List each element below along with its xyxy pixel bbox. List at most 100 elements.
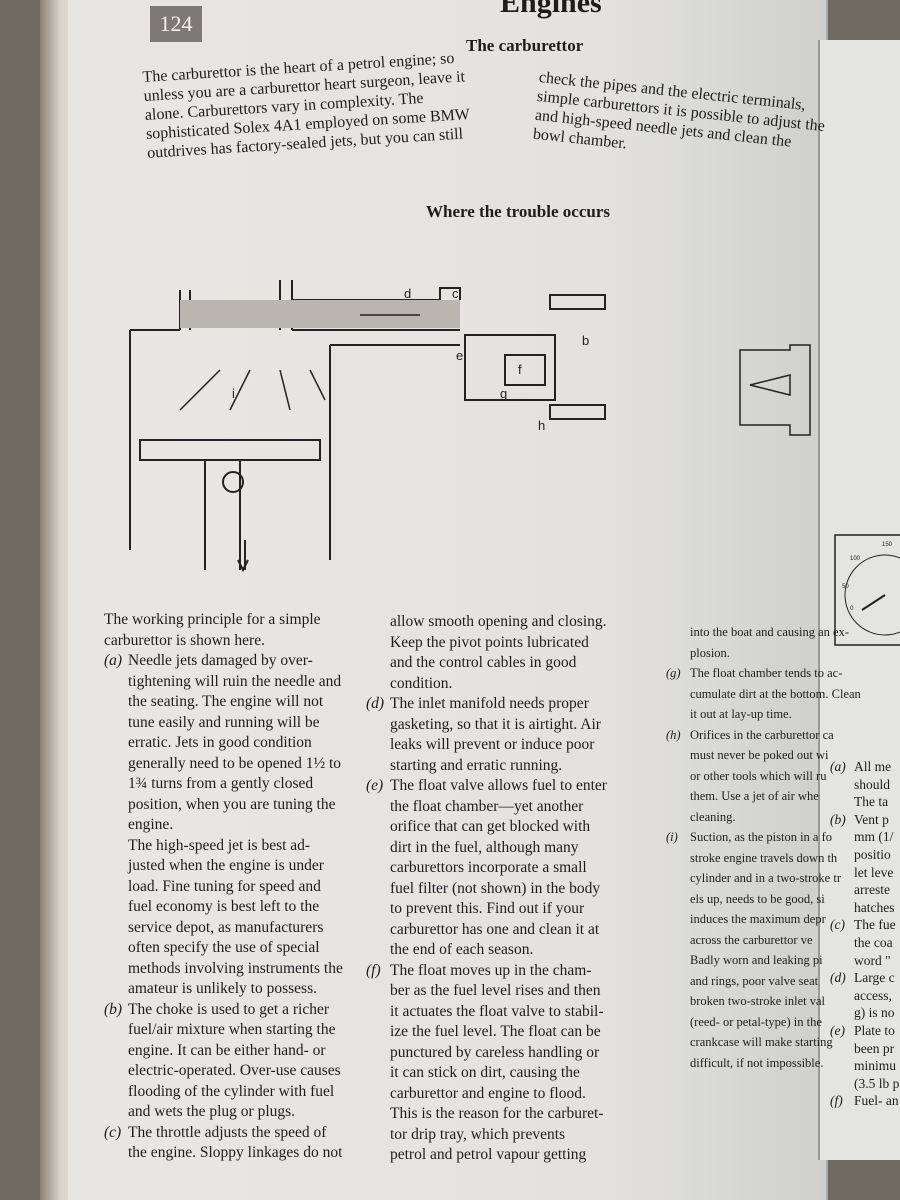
- text-line: tightening will ruin the needle and: [104, 672, 343, 693]
- line-text: into the boat and causing an ex-: [690, 625, 849, 639]
- text-line: (b)Vent p: [830, 811, 899, 829]
- item-label: (d): [366, 695, 385, 712]
- line-text: stroke engine travels down th: [690, 850, 838, 865]
- text-line: cylinder and in a two-stroke tr: [666, 868, 861, 889]
- flow-arrows: [179, 314, 420, 411]
- line-text: position, when you are tuning the: [128, 795, 336, 813]
- text-line: ize the fuel level. The float can be: [366, 1022, 607, 1043]
- line-text: tightening will ruin the needle and: [128, 672, 342, 690]
- text-line: carburettor has one and clean it at: [366, 920, 607, 941]
- text-line: (c)The fue: [830, 916, 899, 934]
- intro-left: The carburettor is the heart of a petrol…: [142, 48, 472, 163]
- line-text: tor drip tray, which prevents: [390, 1125, 566, 1143]
- text-line: (a)All me: [830, 758, 899, 776]
- text-line: must never be poked out wi: [666, 745, 861, 766]
- line-text: and wets the plug or plugs.: [128, 1103, 296, 1120]
- line-text: ize the fuel level. The float can be: [390, 1023, 601, 1040]
- line-text: ber as the fuel level rises and then: [390, 982, 601, 999]
- text-line: across the carburettor ve: [666, 930, 861, 951]
- text-line: carburettor is shown here.: [104, 631, 343, 652]
- text-line: cleaning.: [666, 807, 861, 828]
- text-line: g) is no: [830, 1004, 899, 1022]
- line-text: Suction, as the piston in a fo: [690, 830, 832, 844]
- line-text: petrol and petrol vapour getting: [390, 1146, 587, 1163]
- text-line: leaks will prevent or induce poor: [366, 735, 607, 756]
- text-line: position, when you are tuning the: [104, 795, 343, 816]
- line-text: crankcase will make starting: [690, 1035, 833, 1049]
- text-line: 1¾ turns from a gently closed: [104, 774, 343, 795]
- text-line: and rings, poor valve seat: [666, 971, 861, 992]
- line-text: access,: [854, 987, 892, 1003]
- text-line: often specify the use of special: [104, 938, 343, 959]
- text-column-2: allow smooth opening and closing.Keep th…: [366, 612, 607, 1166]
- line-text: leaks will prevent or induce poor: [390, 736, 595, 753]
- line-text: Plate to: [854, 1022, 895, 1038]
- line-text: fuel economy is best left to the: [128, 898, 320, 915]
- text-line: stroke engine travels down th: [666, 848, 861, 869]
- text-line: the seating. The engine will not: [104, 692, 343, 713]
- line-text: it actuates the float valve to stabil-: [390, 1002, 604, 1020]
- text-line: (e)The float valve allows fuel to enter: [366, 776, 607, 797]
- text-line: (d)Large c: [830, 969, 899, 987]
- line-text: (reed- or petal-type) in the: [690, 1014, 822, 1029]
- needle-valve-detail: [739, 344, 811, 436]
- line-text: els up, needs to be good, si: [690, 891, 825, 906]
- line-text: and the control cables in good: [390, 654, 577, 671]
- text-line: plosion.: [666, 643, 861, 664]
- text-line: the float chamber—yet another: [366, 797, 607, 818]
- page-number: 124: [150, 6, 202, 42]
- item-label: (g): [666, 666, 681, 680]
- label-g: g: [500, 386, 507, 401]
- line-text: the engine. Sloppy linkages do not: [128, 1144, 343, 1161]
- text-line: The working principle for a simple: [104, 610, 343, 631]
- line-text: cumulate dirt at the bottom. Clean: [690, 686, 861, 701]
- section-title: The carburettor: [466, 36, 584, 55]
- gauge-illustration: 150 100 50 0: [834, 534, 900, 646]
- figure-caption: Where the trouble occurs: [426, 202, 610, 221]
- text-line: minimu: [830, 1057, 899, 1075]
- text-line: carburettor and engine to flood.: [366, 1084, 607, 1105]
- text-line: been pr: [830, 1040, 899, 1058]
- gudgeon-pin: [222, 471, 244, 493]
- text-column-3: into the boat and causing an ex-plosion.…: [666, 622, 861, 1073]
- text-line: broken two-stroke inlet val: [666, 991, 861, 1012]
- gauge-label-150: 150: [882, 542, 893, 548]
- text-line: into the boat and causing an ex-: [666, 622, 861, 643]
- line-text: the seating. The engine will not: [128, 693, 324, 710]
- text-line: The ta: [830, 793, 899, 811]
- line-text: hatches: [854, 899, 895, 915]
- text-line: petrol and petrol vapour getting: [366, 1145, 607, 1166]
- text-line: erratic. Jets in good condition: [104, 733, 343, 754]
- line-text: broken two-stroke inlet val: [690, 994, 826, 1008]
- line-text: fuel/air mixture when starting the: [128, 1021, 336, 1038]
- line-text: The high-speed jet is best ad-: [128, 836, 311, 854]
- text-line: allow smooth opening and closing.: [366, 612, 607, 633]
- line-text: Keep the pivot points lubricated: [390, 633, 589, 651]
- line-text: (3.5 lb p: [854, 1075, 900, 1091]
- line-text: Fuel- an: [854, 1093, 899, 1109]
- text-line: access,: [830, 987, 899, 1005]
- label-c: c: [452, 286, 459, 301]
- text-line: them. Use a jet of air whe: [666, 786, 861, 807]
- text-line: (b)The choke is used to get a richer: [104, 1000, 343, 1021]
- text-line: hatches: [830, 899, 899, 917]
- item-label: (c): [830, 917, 845, 933]
- text-line: difficult, if not impossible.: [666, 1053, 861, 1074]
- line-text: cylinder and in a two-stroke tr: [690, 871, 841, 885]
- float: [504, 354, 546, 386]
- text-line: justed when the engine is under: [104, 856, 343, 877]
- text-line: gasketing, so that it is airtight. Air: [366, 715, 607, 736]
- carburettor-diagram: a b c d e f g h i: [129, 280, 606, 573]
- line-text: methods involving instruments the: [128, 959, 343, 977]
- gauge-label-50: 50: [842, 584, 849, 590]
- text-line: electric-operated. Over-use causes: [104, 1061, 343, 1082]
- line-text: erratic. Jets in good condition: [128, 734, 312, 751]
- text-line: it out at lay-up time.: [666, 704, 861, 725]
- text-line: (g)The float chamber tends to ac-: [666, 663, 861, 684]
- book-page: [68, 0, 828, 1200]
- text-line: carburettors incorporate a small: [366, 858, 607, 879]
- text-line: Badly worn and leaking pi: [666, 950, 861, 971]
- text-line: (a)Needle jets damaged by over-: [104, 651, 343, 672]
- item-label: (b): [104, 1000, 123, 1018]
